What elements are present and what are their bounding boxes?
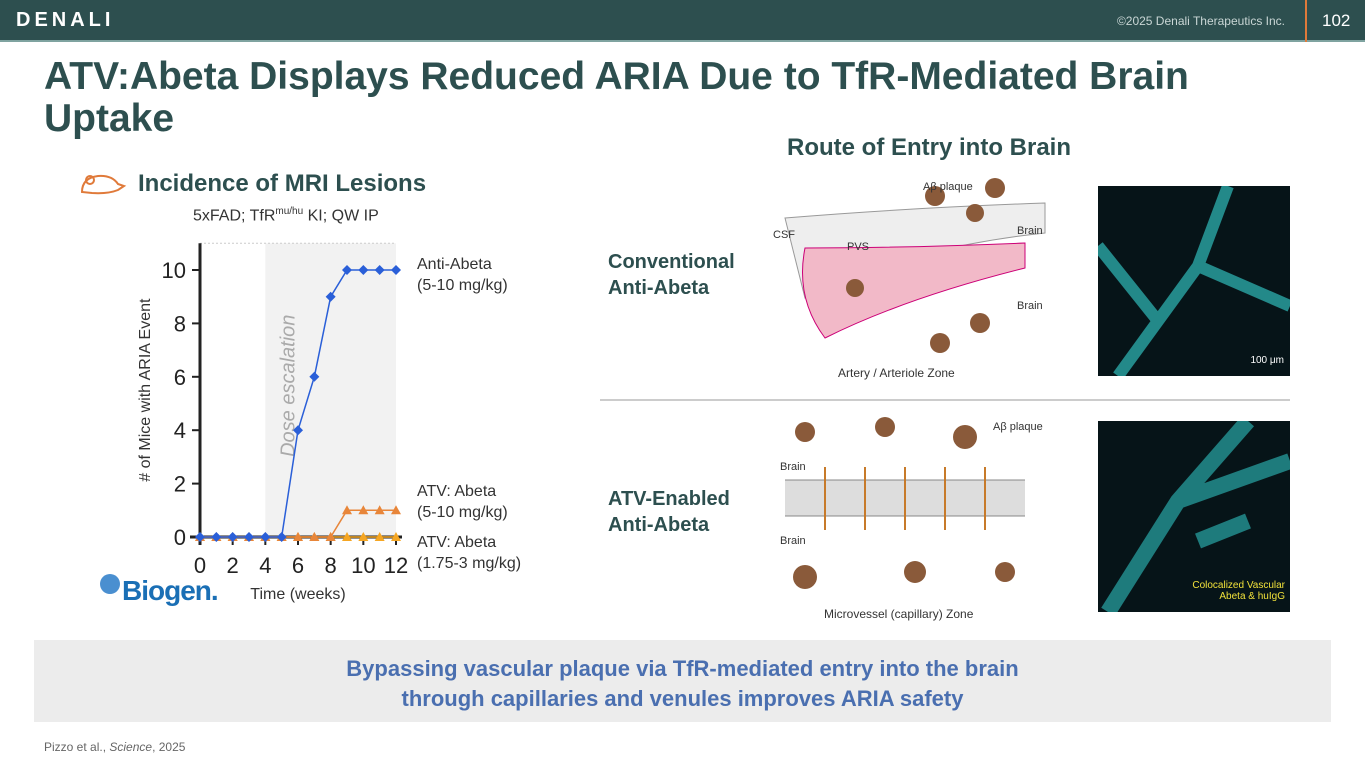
y-tick-label: 2	[174, 472, 186, 497]
legend-name: ATV: Abeta	[417, 534, 497, 551]
data-point	[309, 371, 320, 382]
data-point	[391, 265, 401, 275]
x-tick-label: 10	[351, 553, 375, 578]
y-tick-label: 10	[162, 258, 186, 283]
row-label-line: Conventional	[608, 251, 735, 273]
slide-title: ATV:Abeta Displays Reduced ARIA Due to T…	[44, 55, 1189, 140]
y-tick-label: 4	[174, 418, 186, 443]
row-label-line: ATV-Enabled	[608, 488, 730, 510]
citation-authors: Pizzo et al.,	[44, 740, 110, 754]
y-tick-label: 6	[174, 365, 186, 390]
banner-line: Bypassing vascular plaque via TfR-mediat…	[346, 656, 1019, 681]
x-tick-label: 0	[194, 553, 206, 578]
x-tick-label: 6	[292, 553, 304, 578]
key-message-banner: Bypassing vascular plaque via TfR-mediat…	[34, 640, 1331, 722]
row-divider	[600, 399, 1290, 401]
diagram-caption: Artery / Arteriole Zone	[838, 366, 955, 380]
data-point	[342, 265, 352, 275]
divider	[1305, 0, 1307, 42]
data-point	[374, 532, 385, 541]
citation-year: , 2025	[152, 740, 186, 754]
data-point	[276, 532, 287, 542]
plaque-label: Aβ plaque	[923, 181, 973, 193]
legend-dose: (5-10 mg/kg)	[417, 277, 508, 294]
data-point	[325, 532, 336, 541]
y-axis-title: # of Mice with ARIA Event	[137, 298, 154, 482]
route-heading: Route of Entry into Brain	[787, 134, 1071, 161]
biogen-globe-icon	[100, 574, 120, 594]
pvs-label: PVS	[847, 241, 869, 253]
legend-name: ATV: Abeta	[417, 483, 497, 500]
data-point	[325, 291, 336, 302]
data-point	[293, 532, 303, 541]
data-point	[244, 532, 254, 542]
legend-anti-abeta: Anti-Abeta (5-10 mg/kg)	[417, 254, 508, 296]
data-point	[309, 532, 320, 541]
data-point	[293, 425, 303, 436]
data-point	[358, 532, 369, 541]
image-caption-line: Colocalized Vascular	[1192, 580, 1285, 591]
denali-logo: DENALI	[16, 9, 115, 31]
data-point	[374, 265, 385, 275]
legend-dose: (5-10 mg/kg)	[417, 504, 508, 521]
data-point	[391, 532, 401, 541]
subtitle-text: KI; QW IP	[303, 207, 379, 225]
section-heading: Incidence of MRI Lesions	[138, 170, 427, 197]
data-point	[211, 532, 222, 542]
brain-label: Brain	[780, 535, 806, 547]
row-label-line: Anti-Abeta	[608, 514, 710, 536]
data-point	[195, 532, 205, 542]
legend-name: Anti-Abeta	[417, 256, 492, 273]
legend-atv-high: ATV: Abeta (5-10 mg/kg)	[417, 481, 508, 523]
brain-label: Brain	[1017, 300, 1043, 312]
micrograph-conventional: 100 μm	[1098, 186, 1290, 376]
citation-journal: Science	[109, 740, 153, 754]
scale-bar-label: 100 μm	[1250, 355, 1284, 366]
csf-label: CSF	[773, 229, 795, 241]
x-tick-label: 4	[259, 553, 271, 578]
diagram-caption: Microvessel (capillary) Zone	[824, 607, 974, 621]
subtitle-sup: mu/hu	[275, 206, 304, 217]
data-point	[260, 532, 271, 542]
page-number: 102	[1322, 11, 1351, 30]
header-bar	[0, 0, 1365, 42]
chart-subtitle: 5xFAD; TfRmu/hu KI; QW IP	[193, 206, 379, 225]
data-point	[227, 532, 238, 542]
copyright: ©2025 Denali Therapeutics Inc.	[1116, 14, 1285, 28]
x-tick-label: 2	[227, 553, 239, 578]
brain-label: Brain	[1017, 225, 1043, 237]
y-tick-label: 8	[174, 311, 186, 336]
data-point	[342, 532, 352, 541]
brain-label: Brain	[780, 461, 806, 473]
data-point	[358, 505, 369, 515]
y-tick-label: 0	[174, 525, 186, 550]
dose-escalation-label: Dose escalation	[278, 315, 300, 457]
x-tick-label: 8	[325, 553, 337, 578]
data-point	[374, 505, 385, 515]
x-axis-title: Time (weeks)	[250, 586, 345, 603]
data-point	[391, 505, 401, 515]
banner-line: through capillaries and venules improves…	[401, 686, 964, 711]
legend-dose: (1.75-3 mg/kg)	[417, 555, 522, 572]
row-label-line: Anti-Abeta	[608, 277, 710, 299]
data-point	[342, 505, 352, 515]
x-tick-label: 12	[384, 553, 408, 578]
plaque-label: Aβ plaque	[993, 421, 1043, 433]
legend-atv-low: ATV: Abeta (1.75-3 mg/kg)	[417, 532, 521, 574]
data-point	[358, 265, 369, 275]
biogen-logo: Biogen.	[122, 575, 219, 606]
citation: Pizzo et al., Science, 2025	[44, 740, 185, 754]
subtitle-text: 5xFAD; TfR	[193, 207, 276, 225]
mouse-icon	[80, 174, 127, 195]
image-caption-line: Abeta & huIgG	[1219, 591, 1285, 602]
